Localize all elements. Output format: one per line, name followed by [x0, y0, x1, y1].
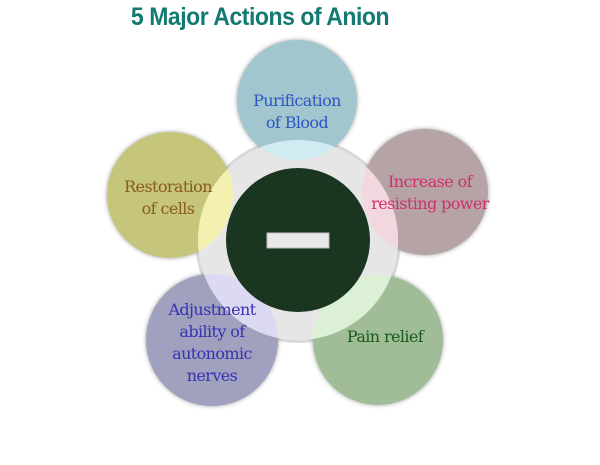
action-label-line: of cells: [141, 199, 195, 218]
action-label-line: Purification: [253, 91, 341, 110]
diagram-title: 5 Major Actions of Anion: [130, 3, 390, 31]
minus-sign-icon: [266, 232, 330, 249]
action-label-line: Pain relief: [346, 327, 424, 346]
action-label-restoration: Restoration of cells: [98, 176, 238, 220]
action-label-line: Adjustment: [168, 300, 256, 319]
action-circle-overlap-pain-relief: [313, 275, 398, 340]
action-label-autonomic-nerves: Adjustment ability of autonomic nerves: [142, 299, 282, 387]
action-label-resisting-power: Increase of resisting power: [360, 171, 500, 215]
action-circle-purification: [237, 40, 357, 160]
action-label-pain-relief: Pain relief: [315, 326, 455, 348]
action-label-line: Restoration: [124, 177, 212, 196]
action-label-line: resisting power: [371, 194, 489, 213]
action-label-line: Increase of: [388, 172, 473, 191]
action-label-purification: Purification of Blood: [227, 90, 367, 134]
action-label-line: of Blood: [265, 113, 329, 132]
action-label-line: ability of: [179, 322, 245, 341]
action-label-line: nerves: [186, 366, 238, 385]
action-circle-overlap-autonomic-nerves: [198, 274, 278, 340]
action-label-line: autonomic: [172, 344, 252, 363]
